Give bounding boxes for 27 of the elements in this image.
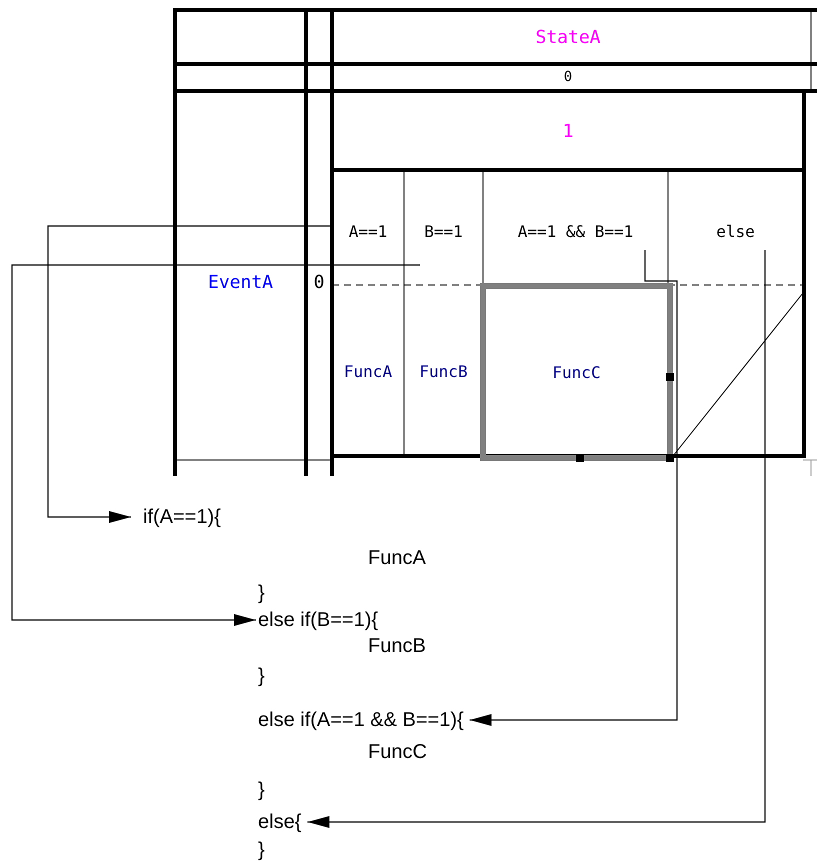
code-line: else if(A==1 && B==1){	[258, 708, 464, 732]
code-line: }	[258, 581, 265, 605]
code-line: FuncA	[368, 546, 426, 570]
condition-cell: else	[668, 172, 803, 278]
event-label: EventA	[177, 268, 304, 296]
state-header-cell: 1	[334, 93, 802, 169]
arrow	[47, 225, 332, 523]
arrow	[470, 250, 678, 726]
code-line: else{	[258, 810, 302, 834]
condition-cell: A==1	[332, 172, 404, 278]
action-cell: FuncA	[332, 287, 404, 456]
condition-cell: 0	[334, 65, 802, 89]
code-line: }	[258, 664, 265, 688]
code-line: else if(B==1){	[258, 608, 378, 632]
code-line: FuncC	[368, 740, 427, 764]
action-cell: FuncB	[404, 287, 483, 456]
selected-action-cell: FuncC	[480, 283, 673, 461]
state-header-cell: StateA	[334, 12, 802, 62]
code-line: FuncB	[368, 634, 426, 658]
code-line: }	[258, 778, 265, 802]
condition-cell: A==1 && B==1	[483, 172, 668, 278]
code-line: if(A==1){	[143, 505, 221, 529]
code-line: }	[258, 838, 265, 861]
arrow	[11, 264, 420, 626]
condition-cell: B==1	[404, 172, 483, 278]
arrow	[307, 250, 766, 828]
event-number: 0	[308, 268, 330, 296]
